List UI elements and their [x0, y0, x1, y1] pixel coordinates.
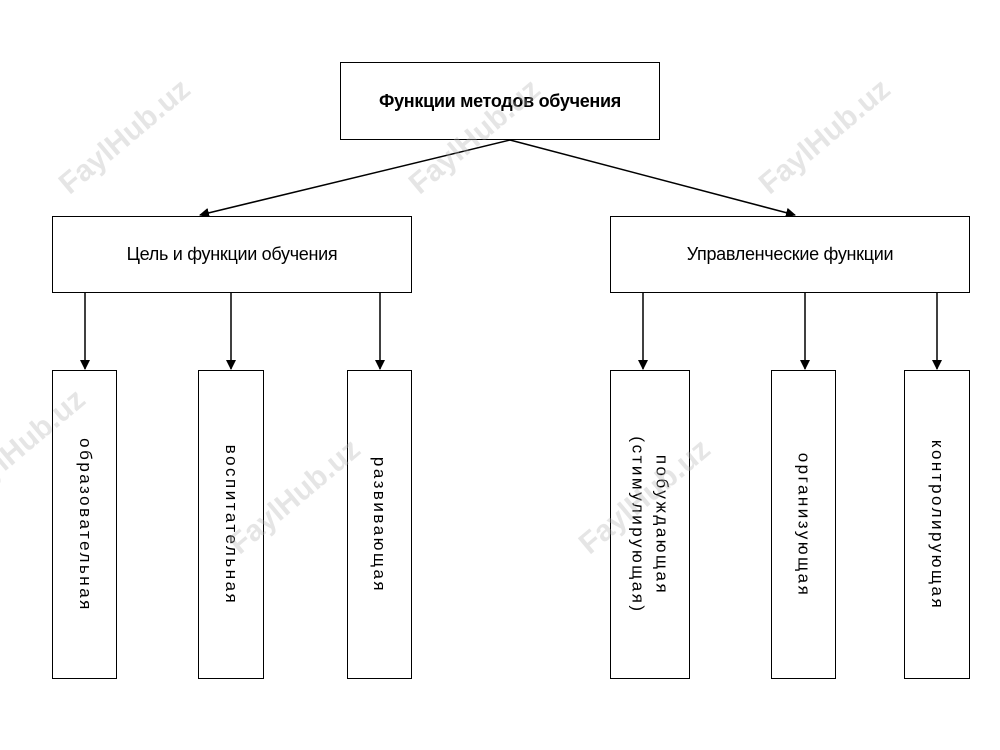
branch-label-goals: Цель и функции обучения — [126, 244, 338, 264]
leaf-label-controlling: контролирующая — [928, 439, 947, 610]
leaf-node-upbringing: воспитательная — [198, 370, 264, 679]
leaf-label-motivating: побуждающая — [653, 454, 672, 595]
leaf-label-stimulating: (стимулирующая) — [629, 435, 648, 614]
branch-node-management: Управленческие функции — [610, 216, 970, 293]
leaf-node-organizing: организующая — [771, 370, 836, 679]
leaf-label-educational: образовательная — [75, 437, 95, 612]
leaf-node-educational: образовательная — [52, 370, 117, 679]
leaf-node-motivating: побуждающая (стимулирующая) — [610, 370, 690, 679]
leaf-label-developing: развивающая — [370, 456, 390, 593]
root-node: Функции методов обучения — [340, 62, 660, 140]
leaf-node-developing: развивающая — [347, 370, 412, 679]
arrow-root-to-left — [199, 139, 511, 218]
branch-node-goals: Цель и функции обучения — [52, 216, 412, 293]
arrow-root-to-right — [509, 139, 796, 218]
leaf-label-upbringing: воспитательная — [222, 444, 242, 605]
branch-label-management: Управленческие функции — [686, 244, 894, 264]
leaf-label-organizing: организующая — [794, 452, 814, 597]
root-label: Функции методов обучения — [379, 90, 621, 111]
leaf-node-controlling: контролирующая — [904, 370, 970, 679]
